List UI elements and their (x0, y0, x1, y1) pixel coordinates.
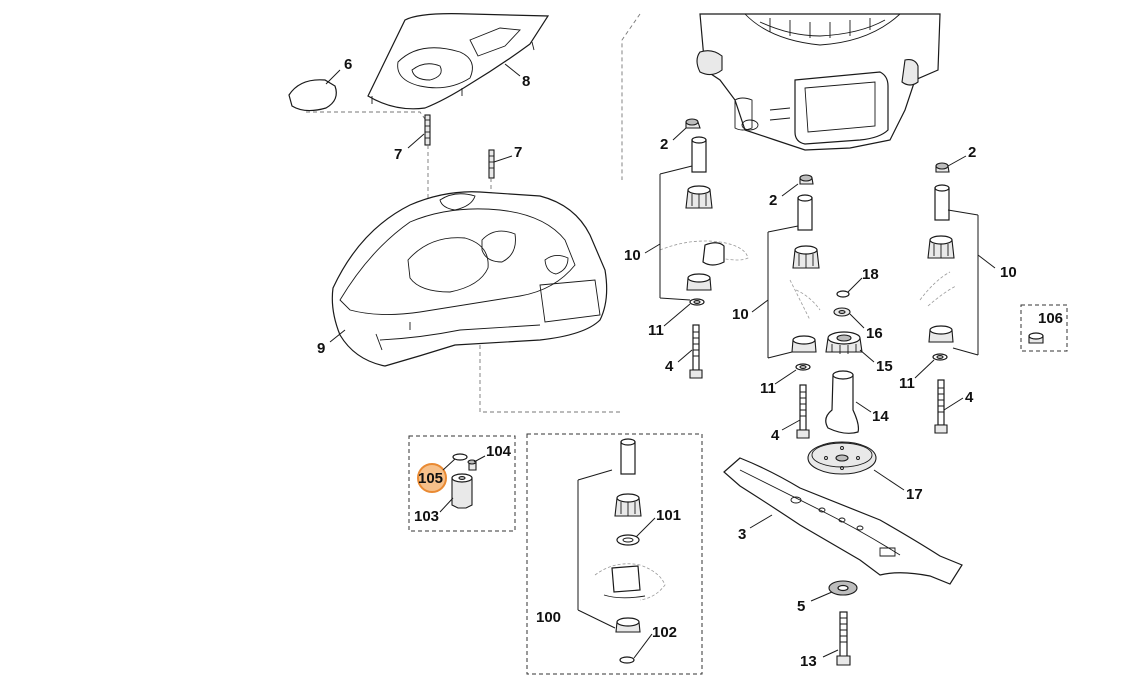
column-b-parts[interactable] (789, 194, 821, 439)
callout-103[interactable]: 103 (414, 508, 439, 525)
callout-11-a[interactable]: 11 (648, 322, 664, 339)
part-104-screw[interactable] (467, 459, 477, 471)
callout-4-b[interactable]: 4 (771, 427, 780, 444)
part-3-blade[interactable] (723, 457, 963, 585)
part-7-screw-b[interactable] (488, 149, 495, 179)
part-8-top-cover[interactable] (367, 13, 550, 110)
callout-10-b[interactable]: 10 (732, 306, 749, 323)
callout-106[interactable]: 106 (1038, 310, 1063, 327)
callout-3[interactable]: 3 (738, 526, 746, 543)
callout-15[interactable]: 15 (876, 358, 893, 375)
callout-102[interactable]: 102 (652, 624, 677, 641)
part-106-spacer[interactable] (1028, 332, 1044, 344)
callout-11-b[interactable]: 11 (760, 380, 776, 397)
callout-100[interactable]: 100 (536, 609, 561, 626)
leader-lines (325, 63, 996, 659)
highlight-105 (417, 463, 447, 493)
part-13-bolt[interactable] (836, 611, 851, 666)
callout-11-c[interactable]: 11 (899, 375, 915, 392)
part-9-housing[interactable] (331, 191, 608, 367)
part-105-washer[interactable] (452, 453, 468, 461)
column-a-parts[interactable] (659, 136, 749, 379)
part-18-washer[interactable] (836, 290, 850, 298)
part-14-blade-holder[interactable] (825, 370, 860, 434)
part-15-hub[interactable] (825, 331, 863, 354)
part-7-screw-a[interactable] (424, 114, 431, 146)
callout-14[interactable]: 14 (872, 408, 889, 425)
callout-7-a[interactable]: 7 (394, 146, 402, 163)
callout-2-a[interactable]: 2 (660, 136, 668, 153)
callout-16[interactable]: 16 (866, 325, 883, 342)
engine[interactable] (696, 13, 941, 151)
part-16-bearing[interactable] (833, 307, 851, 317)
callout-18[interactable]: 18 (862, 266, 879, 283)
callout-17[interactable]: 17 (906, 486, 923, 503)
callout-101[interactable]: 101 (656, 507, 681, 524)
callout-9[interactable]: 9 (317, 340, 325, 357)
part-17-fan-disc[interactable] (807, 441, 877, 475)
column-100-parts[interactable] (594, 438, 666, 664)
callout-2-b[interactable]: 2 (769, 192, 777, 209)
box-106 (1020, 304, 1068, 352)
part-5-washer[interactable] (828, 580, 858, 596)
callout-104[interactable]: 104 (486, 443, 512, 460)
callout-10-c[interactable]: 10 (1000, 264, 1017, 281)
callout-105[interactable]: 105 (418, 470, 443, 487)
callout-8[interactable]: 8 (522, 73, 530, 90)
part-2-nut-c[interactable] (935, 162, 950, 173)
callout-5[interactable]: 5 (797, 598, 805, 615)
callout-6[interactable]: 6 (344, 56, 352, 73)
part-2-nut-b[interactable] (799, 174, 814, 185)
callout-4-a[interactable]: 4 (665, 358, 674, 375)
part-103-adapter[interactable] (451, 473, 473, 509)
part-2-nut-a[interactable] (685, 118, 701, 129)
callout-10-a[interactable]: 10 (624, 247, 641, 264)
callout-2-c[interactable]: 2 (968, 144, 976, 161)
callout-13[interactable]: 13 (800, 653, 817, 670)
box-103-105 (408, 435, 516, 532)
box-100-102 (526, 433, 703, 675)
callouts: 6 8 7 7 9 2 2 2 10 10 10 11 11 11 4 4 4 … (317, 56, 1063, 670)
column-c-parts[interactable] (919, 184, 957, 434)
part-6-cap[interactable] (288, 79, 337, 112)
callout-4-c[interactable]: 4 (965, 389, 974, 406)
callout-7-b[interactable]: 7 (514, 144, 522, 161)
